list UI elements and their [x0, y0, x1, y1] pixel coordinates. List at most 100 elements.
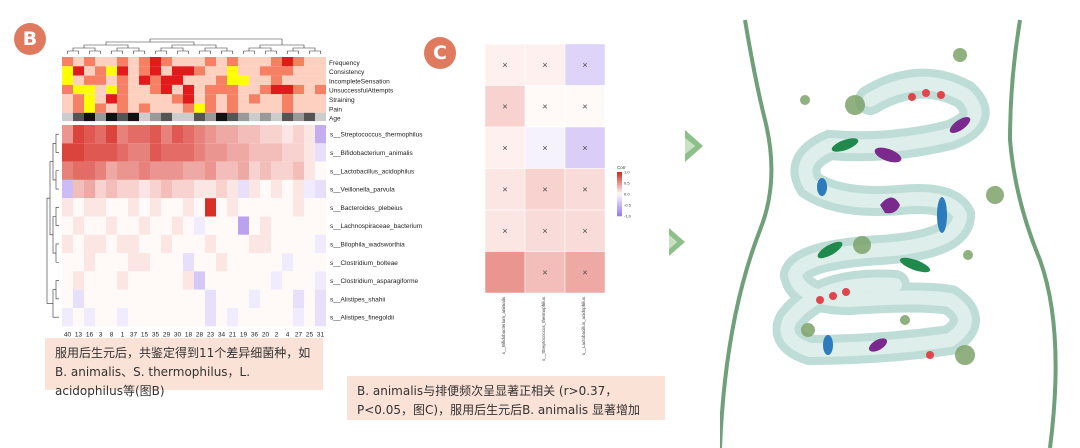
annotation-cell: [106, 57, 117, 67]
annotation-cell: [117, 112, 128, 122]
annotation-cell: [194, 57, 205, 67]
heatmap-cell: [194, 253, 205, 272]
heatmap-cell: [271, 125, 282, 144]
heatmap-cell: [150, 179, 161, 199]
heatmap-cell: [73, 125, 84, 144]
body-outline-right: [1007, 19, 1058, 448]
heatmap-cell: [304, 179, 315, 199]
heatmap-cell: [304, 198, 315, 217]
annotation-cell: [227, 57, 238, 67]
annotation-cell: [282, 57, 293, 67]
heatmap-cell: [172, 234, 183, 254]
corr-cell: [484, 209, 526, 252]
column-label: 36: [251, 331, 259, 338]
annotation-cell: [260, 66, 271, 76]
annotation-cell: [282, 94, 293, 104]
heatmap-cell: [128, 253, 139, 272]
annotation-row-label: Straining: [329, 97, 355, 104]
heatmap-cell: [117, 125, 128, 144]
heatmap-cell: [84, 216, 95, 235]
column-dendrogram: [67, 38, 321, 54]
heatmap-cell: [271, 216, 282, 235]
heatmap-cell: [117, 216, 128, 235]
heatmap-cell: [194, 179, 205, 199]
legend-swatch: [617, 180, 622, 184]
heatmap-cell: [260, 143, 271, 162]
heatmap-cell: [216, 216, 227, 235]
annotation-cell: [271, 57, 282, 67]
annotation-cell: [117, 75, 128, 85]
annotation-cell: [62, 66, 73, 76]
annotation-cell: [216, 103, 227, 113]
significance-mark: ×: [502, 226, 507, 236]
heatmap-cell: [84, 308, 95, 327]
heatmap-cell: [293, 308, 304, 327]
heatmap-cell: [183, 253, 194, 272]
significance-mark: ×: [502, 60, 507, 70]
heatmap-cell: [271, 179, 282, 199]
annotation-cell: [293, 75, 304, 85]
annotation-cell: [172, 112, 183, 122]
heatmap-cell: [172, 125, 183, 144]
annotation-cell: [139, 112, 150, 122]
significance-mark: ×: [542, 101, 547, 111]
heatmap-cell: [271, 253, 282, 272]
legend-swatch: [617, 196, 622, 199]
arrow-icon: [685, 130, 703, 162]
heatmap-cell: [95, 161, 106, 180]
annotation-cell: [227, 66, 238, 76]
free-bacteria: [800, 48, 1004, 365]
annotation-cell: [161, 84, 172, 95]
annotation-cell: [128, 75, 139, 85]
column-label: 37: [130, 331, 138, 338]
annotation-cell: [260, 103, 271, 113]
heatmap-cell: [282, 161, 293, 180]
gut-illustration: [720, 19, 1058, 448]
heatmap-cell: [117, 143, 128, 162]
annotation-cell: [73, 84, 84, 95]
significance-mark: ×: [502, 143, 507, 153]
column-label: 35: [152, 331, 160, 338]
heatmap-cell: [271, 234, 282, 254]
heatmap-cell: [139, 198, 150, 217]
significance-mark: ×: [542, 184, 547, 194]
annotation-cell: [84, 66, 95, 76]
annotation-cell: [293, 84, 304, 95]
heatmap-cell: [216, 143, 227, 162]
heatmap-cell: [238, 216, 249, 235]
annotation-cell: [84, 94, 95, 104]
heatmap-cell: [172, 253, 183, 272]
legend-tick: 0.0: [624, 192, 630, 197]
significance-mark: ×: [582, 101, 587, 111]
heatmap-cell: [249, 198, 260, 217]
heatmap-cell: [194, 143, 205, 162]
heatmap-cell: [315, 308, 326, 327]
heatmap-cell: [238, 271, 249, 290]
annotation-cell: [260, 112, 271, 122]
annotation-cell: [117, 94, 128, 104]
heatmap-cell: [172, 143, 183, 162]
heatmap-cell: [150, 234, 161, 254]
heatmap-cell: [84, 234, 95, 254]
heatmap-cell: [205, 125, 216, 144]
heatmap-cell: [62, 216, 73, 235]
heatmap-cell: [117, 253, 128, 272]
column-label: 29: [163, 331, 171, 338]
annotation-cell: [117, 103, 128, 113]
annotation-cell: [271, 75, 282, 85]
heatmap-cell: [128, 234, 139, 254]
heatmap-cell: [117, 179, 128, 199]
heatmap-cell: [282, 179, 293, 199]
heatmap-cell: [73, 234, 84, 254]
heatmap-cell: [293, 179, 304, 199]
panel-c-badge: C: [424, 37, 456, 69]
heatmap-cell: [271, 143, 282, 162]
annotation-cell: [271, 112, 282, 122]
annotation-cell: [106, 75, 117, 85]
annotation-cell: [106, 94, 117, 104]
heatmap-cell: [205, 234, 216, 254]
legend-swatch: [617, 211, 622, 215]
annotation-cell: [73, 75, 84, 85]
heatmap-cell: [260, 253, 271, 272]
heatmap-cell: [139, 125, 150, 144]
